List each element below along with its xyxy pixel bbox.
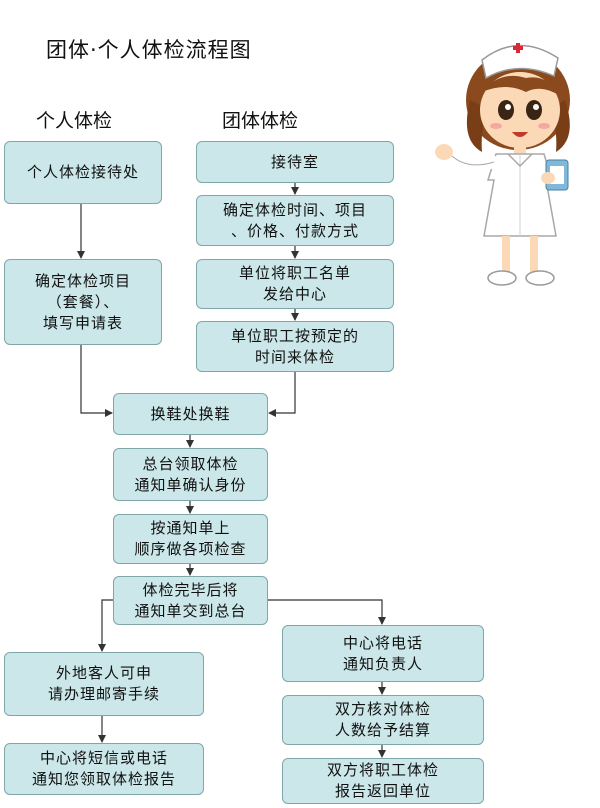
node-text: 填写申请表 [42, 313, 123, 332]
node-sms-notify: 中心将短信或电话 通知您领取体检报告 [4, 743, 204, 795]
node-text: 双方将职工体检 [326, 761, 439, 779]
node-text: 中心将电话 [342, 633, 423, 652]
node-change-shoes: 换鞋处换鞋 [113, 393, 268, 435]
arrow-submit-to-mail [98, 599, 113, 652]
node-text: 报告返回单位 [334, 782, 431, 800]
node-submit-notice: 体检完毕后将 通知单交到总台 [113, 576, 268, 625]
node-verify-count: 双方核对体检 人数给予结算 [282, 695, 484, 745]
node-return-report: 双方将职工体检 报告返回单位 [282, 758, 484, 804]
node-text: 通知负责人 [342, 654, 423, 673]
diagram-title: 团体·个人体检流程图 [46, 38, 252, 62]
node-text: 体检完毕后将 [142, 580, 239, 599]
node-group-send-list: 单位将职工名单 发给中心 [196, 259, 394, 309]
node-individual-reception: 个人体检接待处 [4, 141, 162, 204]
node-text: 单位职工按预定的 [230, 326, 359, 345]
node-text: 、价格、付款方式 [230, 221, 359, 240]
node-group-confirm-details: 确定体检时间、项目 、价格、付款方式 [196, 195, 394, 246]
node-text: 通知您领取体检报告 [31, 770, 176, 788]
node-text: 确定体检时间、项目 [222, 200, 367, 219]
node-text: 换鞋处换鞋 [150, 404, 231, 423]
node-text: 个人体检接待处 [26, 163, 139, 181]
node-group-reception-room: 接待室 [196, 141, 394, 183]
nurse-illustration [435, 43, 570, 286]
node-mail-request: 外地客人可申 请办理邮寄手续 [4, 652, 204, 716]
node-do-exams: 按通知单上 顺序做各项检查 [113, 514, 268, 564]
arrow-ind-select-to-shoes [80, 345, 113, 417]
node-text: 顺序做各项检查 [134, 540, 247, 558]
node-text: 确定体检项目 [34, 271, 131, 290]
node-text: 请办理邮寄手续 [47, 685, 160, 703]
node-text: 发给中心 [262, 285, 327, 303]
node-text: 时间来体检 [254, 347, 335, 366]
node-text: 通知单交到总台 [134, 601, 247, 620]
arrow-submit-to-call [268, 599, 386, 625]
node-text: 中心将短信或电话 [39, 749, 168, 767]
node-text: 外地客人可申 [55, 664, 152, 682]
node-text: 总台领取体检 [142, 454, 239, 473]
node-individual-select-package: 确定体检项目 （套餐）、 填写申请表 [4, 259, 162, 345]
node-text: 按通知单上 [150, 519, 231, 537]
node-front-desk-notice: 总台领取体检 通知单确认身份 [113, 448, 268, 501]
node-text: 单位将职工名单 [238, 264, 351, 282]
arrow-grp-arrive-to-shoes [268, 372, 296, 417]
column-label-group: 团体体检 [222, 110, 299, 132]
column-label-individual: 个人体检 [36, 110, 113, 132]
node-call-contact: 中心将电话 通知负责人 [282, 625, 484, 682]
node-group-staff-arrive: 单位职工按预定的 时间来体检 [196, 321, 394, 372]
node-text: 人数给予结算 [334, 721, 431, 739]
node-text: 双方核对体检 [334, 700, 431, 718]
node-text: 通知单确认身份 [134, 475, 247, 494]
node-text: 接待室 [270, 152, 319, 171]
node-text: （套餐）、 [46, 292, 120, 311]
